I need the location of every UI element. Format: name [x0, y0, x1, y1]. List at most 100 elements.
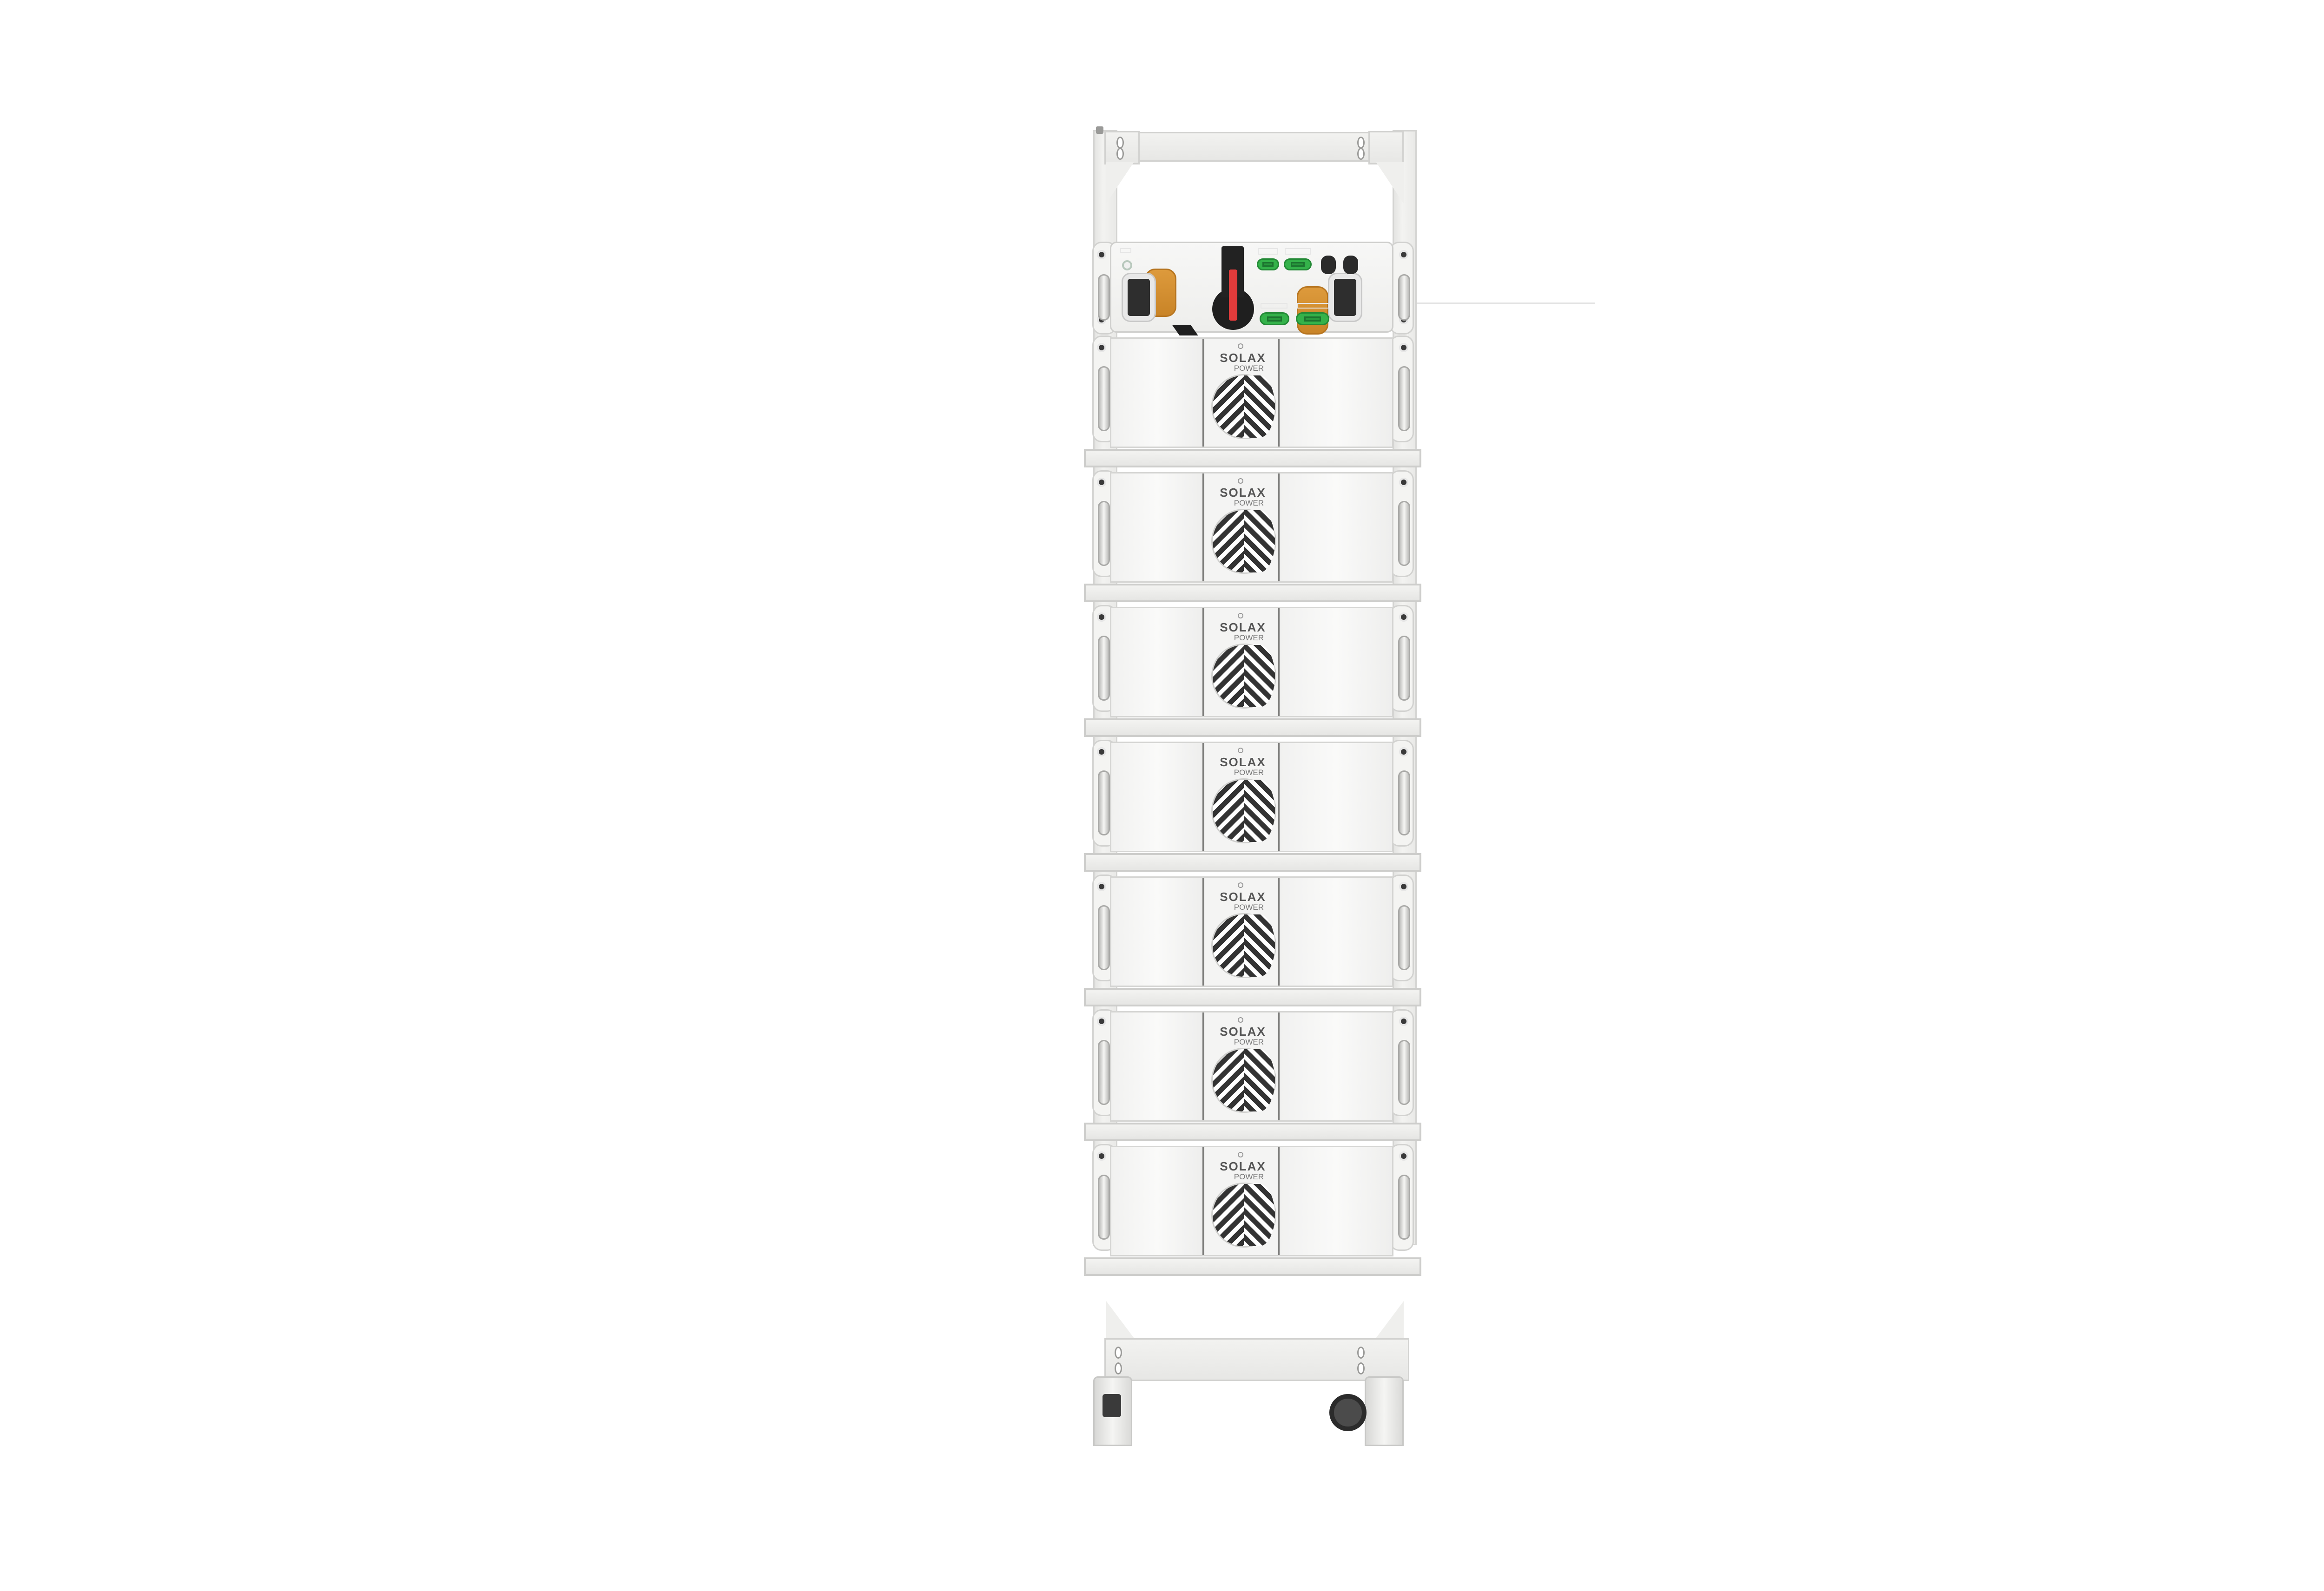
- brand-logo: SOLAX: [1220, 351, 1266, 365]
- brand-logo: SOLAX: [1220, 1025, 1266, 1039]
- caster-right: [1365, 1376, 1404, 1446]
- certification-mark-icon: [1238, 882, 1243, 888]
- module-right-panel: [1280, 1012, 1392, 1120]
- screw: [1399, 478, 1408, 487]
- module-handle-right[interactable]: [1398, 905, 1410, 970]
- module-left-panel: [1111, 743, 1202, 851]
- rack-bottom-bar: [1104, 1338, 1409, 1381]
- screw: [1097, 478, 1106, 487]
- rack-shelf: [1084, 988, 1421, 1006]
- module-handle-left[interactable]: [1098, 1175, 1110, 1240]
- brand-logo: SOLAX: [1220, 1159, 1266, 1173]
- screw: [1399, 1017, 1408, 1026]
- module-center-panel: SOLAX POWER: [1202, 878, 1280, 986]
- module-right-panel: [1280, 878, 1392, 986]
- isolator-switch[interactable]: [1212, 246, 1254, 330]
- module-handle-right[interactable]: [1398, 770, 1410, 835]
- module-handle-left[interactable]: [1098, 636, 1110, 701]
- bracket-hole: [1116, 137, 1124, 149]
- module-right-panel: [1280, 608, 1392, 716]
- brand-logo-sub: POWER: [1234, 768, 1264, 777]
- faint-guide-line: [1397, 302, 1595, 304]
- black-power-port-left[interactable]: [1122, 273, 1156, 322]
- module-handle-left[interactable]: [1098, 905, 1110, 970]
- screw: [1097, 250, 1106, 259]
- brand-logo: SOLAX: [1220, 890, 1266, 904]
- certification-mark-icon: [1238, 478, 1243, 484]
- bracket-hole: [1357, 148, 1365, 160]
- module-handle-left[interactable]: [1098, 366, 1110, 431]
- bottom-bar-hole: [1357, 1347, 1365, 1359]
- module-left-panel: [1111, 608, 1202, 716]
- screw: [1399, 250, 1408, 259]
- green-terminal-connector[interactable]: [1296, 312, 1329, 325]
- module-center-panel: SOLAX POWER: [1202, 608, 1280, 716]
- module-left-panel: [1111, 1147, 1202, 1255]
- screw: [1097, 882, 1106, 891]
- battery-module: SOLAX POWER: [1110, 607, 1393, 717]
- module-left-panel: [1111, 878, 1202, 986]
- module-handle-right[interactable]: [1398, 366, 1410, 431]
- module-center-panel: SOLAX POWER: [1202, 743, 1280, 851]
- screw: [1399, 343, 1408, 352]
- isolator-red-handle: [1229, 270, 1237, 321]
- brand-logo-sub: POWER: [1234, 499, 1264, 507]
- module-handle-left[interactable]: [1098, 770, 1110, 835]
- certification-mark-icon: [1238, 1152, 1243, 1157]
- battery-module: SOLAX POWER: [1110, 337, 1393, 448]
- certification-mark-icon: [1238, 748, 1243, 753]
- fan-grille-icon: [1211, 1183, 1276, 1248]
- indicator-label: [1120, 248, 1131, 253]
- green-terminal-connector[interactable]: [1260, 312, 1289, 325]
- fan-grille-icon: [1211, 644, 1276, 709]
- module-right-panel: [1280, 473, 1392, 581]
- module-handle-left[interactable]: [1098, 501, 1110, 566]
- module-center-panel: SOLAX POWER: [1202, 339, 1280, 447]
- orange-power-cover-right[interactable]: [1297, 286, 1328, 335]
- battery-module: SOLAX POWER: [1110, 472, 1393, 583]
- module-right-panel: [1280, 1147, 1392, 1255]
- caster-left-wheel-slot: [1103, 1394, 1121, 1417]
- rack-shelf: [1084, 718, 1421, 737]
- battery-module: SOLAX POWER: [1110, 1146, 1393, 1256]
- module-right-panel: [1280, 743, 1392, 851]
- rack-shelf: [1084, 1123, 1421, 1141]
- module-handle-right[interactable]: [1398, 1175, 1410, 1240]
- bottom-bar-hole: [1115, 1347, 1122, 1359]
- rj45-port[interactable]: [1321, 256, 1336, 274]
- module-handle-right[interactable]: [1398, 501, 1410, 566]
- module-handle-right[interactable]: [1398, 1040, 1410, 1105]
- screw: [1097, 747, 1106, 756]
- screw: [1399, 612, 1408, 622]
- connector-label: [1285, 248, 1311, 255]
- certification-mark-icon: [1238, 613, 1243, 618]
- connector-label: [1261, 303, 1287, 309]
- bracket-hole: [1116, 148, 1124, 160]
- brand-logo: SOLAX: [1220, 486, 1266, 500]
- green-terminal-connector[interactable]: [1257, 258, 1279, 270]
- black-power-port-right[interactable]: [1328, 273, 1362, 322]
- rack-shelf: [1084, 584, 1421, 602]
- module-handle-left[interactable]: [1098, 1040, 1110, 1105]
- caster-wheel: [1329, 1394, 1367, 1431]
- rack-shelf: [1084, 853, 1421, 872]
- brand-logo-sub: POWER: [1234, 1172, 1264, 1181]
- fan-grille-icon: [1211, 913, 1276, 978]
- carry-handle-right[interactable]: [1398, 274, 1410, 321]
- module-right-panel: [1280, 339, 1392, 447]
- green-terminal-connector[interactable]: [1284, 258, 1312, 270]
- certification-mark-icon: [1238, 343, 1243, 349]
- bottom-bar-hole: [1115, 1362, 1122, 1374]
- fan-grille-icon: [1211, 509, 1276, 574]
- brand-logo-sub: POWER: [1234, 364, 1264, 373]
- bottom-brace-left: [1106, 1301, 1134, 1338]
- rj45-port[interactable]: [1343, 256, 1358, 274]
- screw: [1097, 343, 1106, 352]
- fan-grille-icon: [1211, 778, 1276, 843]
- battery-module: SOLAX POWER: [1110, 876, 1393, 987]
- bracket-hole: [1357, 137, 1365, 149]
- screw: [1097, 1151, 1106, 1161]
- carry-handle-left[interactable]: [1098, 274, 1110, 321]
- module-handle-right[interactable]: [1398, 636, 1410, 701]
- screw: [1097, 612, 1106, 622]
